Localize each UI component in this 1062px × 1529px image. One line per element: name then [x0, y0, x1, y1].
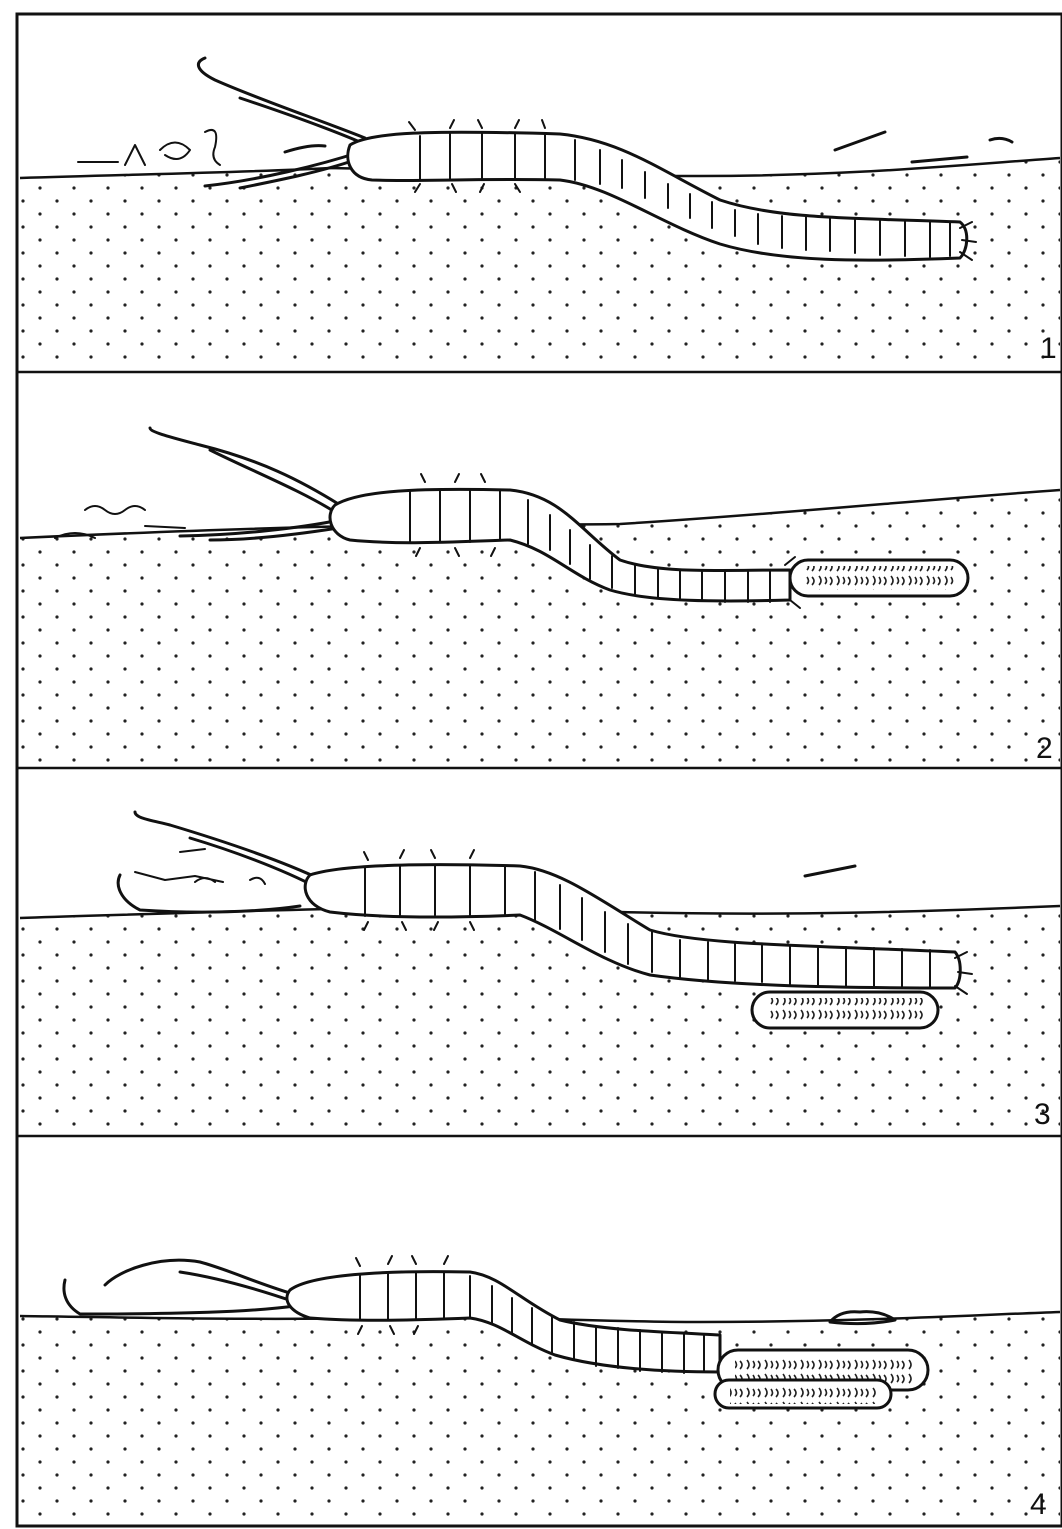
- panel-2: 2: [17, 428, 1062, 768]
- panel-4-number: 4: [1030, 1488, 1047, 1521]
- panel-1-number: 1: [1040, 332, 1057, 365]
- panel-3-antenna-2: [118, 875, 300, 912]
- panel-2-casing-contents: [805, 566, 955, 590]
- panel-4-antenna-2: [64, 1280, 295, 1314]
- panel-3-antenna: [135, 812, 322, 888]
- panel-1: 1: [17, 58, 1062, 372]
- panel-4: 4: [20, 1256, 1060, 1524]
- panel-4-antenna: [105, 1260, 300, 1302]
- panel-4-casing-lower-contents: [730, 1384, 876, 1404]
- panel-1-sediment: [20, 158, 1060, 368]
- panel-3-casing-contents: [768, 998, 924, 1022]
- panel-2-number: 2: [1036, 732, 1053, 765]
- panel-1-antenna: [198, 58, 365, 142]
- panel-2-antenna: [150, 428, 340, 512]
- panel-3-number: 3: [1034, 1098, 1051, 1131]
- panel-3: 3: [17, 812, 1062, 1136]
